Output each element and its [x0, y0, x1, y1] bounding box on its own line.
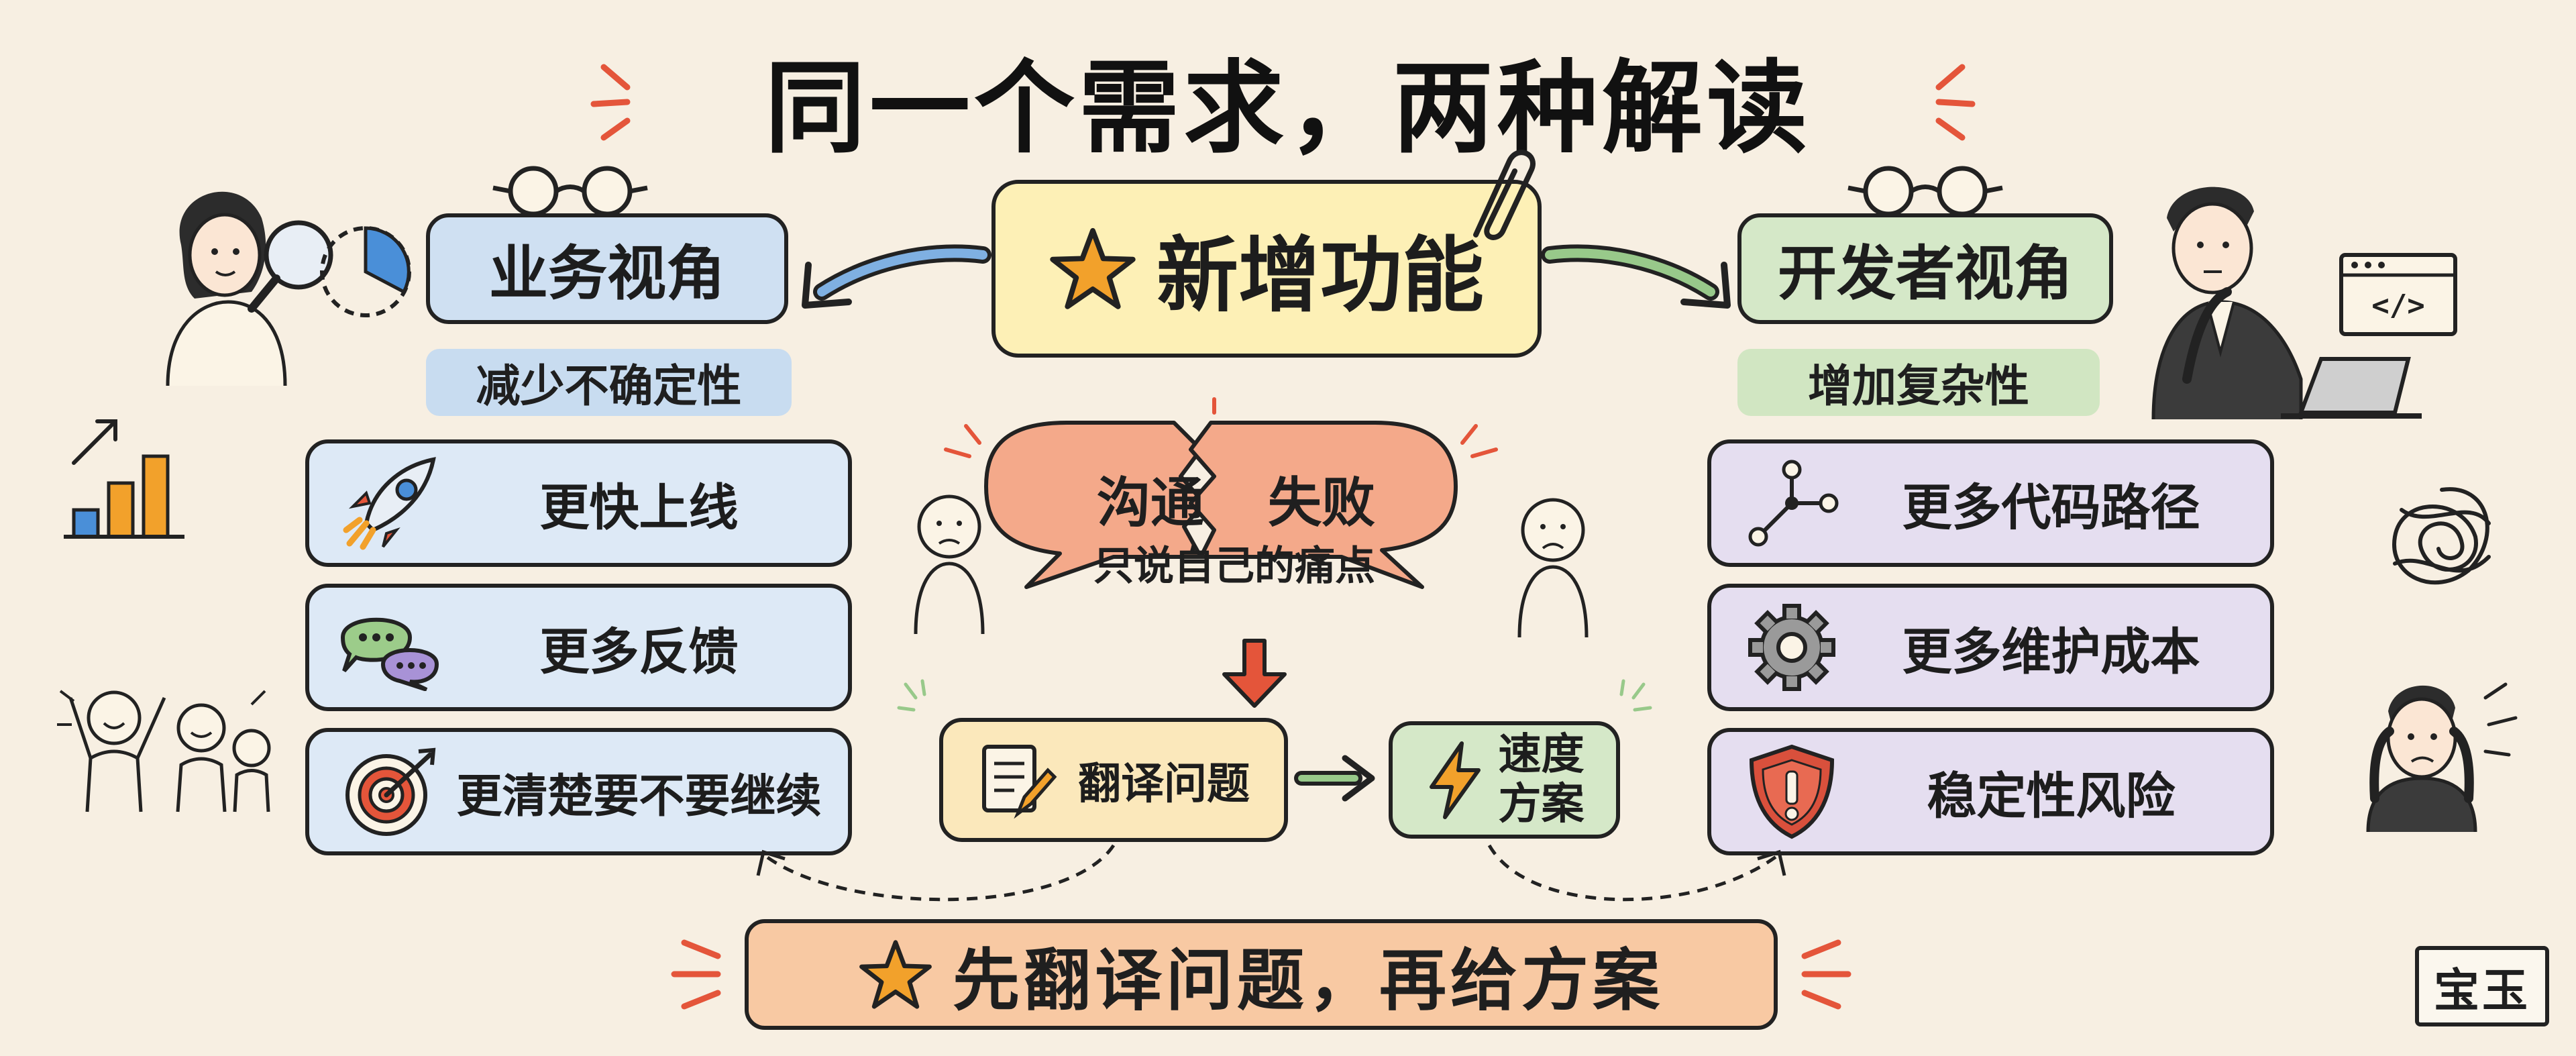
document-pencil-icon — [982, 744, 1057, 819]
tangled-scribble-icon — [2392, 487, 2491, 585]
developer-item-label: 稳定性风险 — [1927, 767, 2176, 825]
new-feature-label: 新增功能 — [1157, 228, 1484, 323]
communication-right-text: 失败 — [1268, 472, 1375, 534]
business-item-clearer-decision: 更清楚要不要继续 — [305, 728, 852, 855]
woman-analyst-icon — [166, 191, 411, 386]
speed-solution-box: 速度 方案 — [1389, 721, 1620, 839]
glasses-icon-business — [492, 166, 648, 217]
business-item-faster-launch: 更快上线 — [305, 439, 852, 567]
new-feature-box: 新增功能 — [991, 180, 1542, 358]
solution-line-2: 方案 — [1498, 779, 1585, 829]
growth-bar-chart-icon — [64, 419, 184, 539]
emphasis-marks-right-icon — [1935, 64, 1976, 141]
business-item-label: 更多反馈 — [539, 623, 739, 681]
solution-line-1: 速度 — [1498, 729, 1585, 780]
dashed-arc-right-icon — [1487, 844, 1786, 902]
sparkle-marks-right-icon — [1619, 679, 1652, 712]
right-arrow-icon — [1294, 755, 1375, 802]
communication-left-text: 沟通 — [1097, 472, 1204, 534]
business-subheading: 减少不确定性 — [426, 349, 792, 416]
developer-item-code-paths: 更多代码路径 — [1707, 439, 2274, 567]
page-title: 同一个需求，两种解读 — [764, 50, 1811, 167]
sparkle-marks-icon — [897, 679, 926, 712]
sad-person-right-icon — [1517, 498, 1589, 638]
communication-failure-bubble — [944, 397, 1498, 589]
developer-item-label: 更多代码路径 — [1902, 478, 2200, 537]
glasses-icon-developer — [1847, 166, 2003, 217]
translate-problem-box: 翻译问题 — [939, 718, 1288, 842]
stressed-developer-icon — [2366, 682, 2518, 833]
cheering-team-icon — [57, 690, 271, 812]
sad-person-left-icon — [914, 494, 985, 635]
emphasis-marks-left-icon — [590, 64, 631, 141]
developer-item-stability-risk: 稳定性风险 — [1707, 728, 2274, 855]
developer-item-maintenance-cost: 更多维护成本 — [1707, 584, 2274, 711]
business-item-more-feedback: 更多反馈 — [305, 584, 852, 711]
emphasis-marks-banner-right-icon — [1801, 939, 1851, 1010]
business-perspective-heading: 业务视角 — [426, 213, 788, 324]
emphasis-marks-banner-left-icon — [671, 939, 721, 1010]
star-icon — [1050, 227, 1136, 309]
warning-shield-icon — [1738, 741, 1845, 842]
author-seal: 宝玉 — [2415, 946, 2549, 1026]
developer-perspective-heading: 开发者视角 — [1737, 213, 2113, 324]
communication-caption: 只说自己的痛点 — [1093, 543, 1375, 590]
business-item-label: 更快上线 — [539, 478, 739, 537]
conclusion-label: 先翻译问题，再给方案 — [953, 941, 1664, 1020]
down-arrow-icon — [1222, 639, 1287, 708]
conclusion-banner: 先翻译问题，再给方案 — [745, 919, 1778, 1030]
svg-text:</>: </> — [2371, 288, 2424, 323]
target-icon — [336, 741, 443, 842]
chat-bubbles-icon — [336, 597, 443, 698]
rocket-icon — [336, 453, 443, 553]
developer-subheading: 增加复杂性 — [1737, 349, 2100, 416]
arrow-to-business-icon — [802, 244, 991, 309]
developer-item-label: 更多维护成本 — [1902, 623, 2200, 681]
translate-problem-label: 翻译问题 — [1078, 759, 1250, 809]
gear-icon — [1738, 597, 1845, 698]
business-item-label: 更清楚要不要继续 — [456, 770, 822, 823]
thinking-developer-icon: </> — [2151, 187, 2457, 420]
paperclip-icon — [1473, 150, 1536, 240]
dashed-arc-left-icon — [756, 844, 1116, 902]
arrow-to-developer-icon — [1541, 244, 1731, 309]
star-icon — [859, 939, 932, 1009]
lightning-icon — [1429, 741, 1481, 819]
branch-nodes-icon — [1738, 453, 1845, 553]
